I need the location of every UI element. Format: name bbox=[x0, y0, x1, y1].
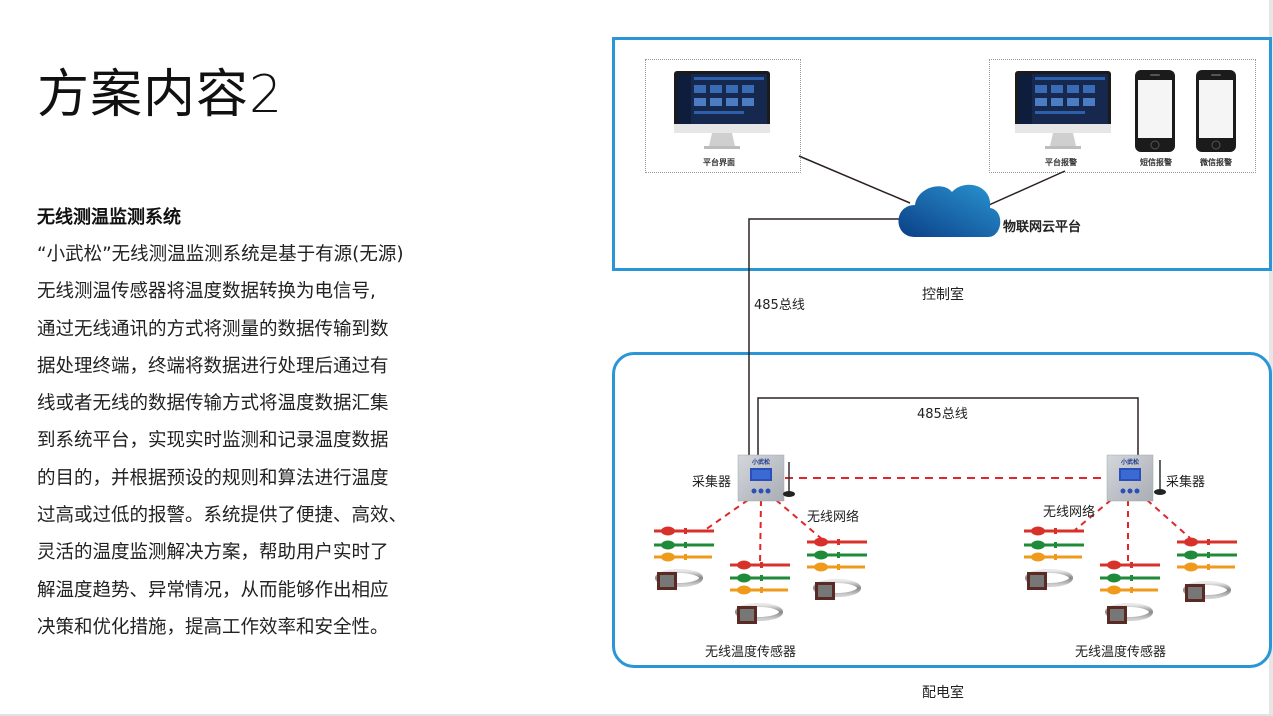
body-text: “小武松”无线测温监测系统是基于有源(无源) 无线测温传感器将温度数据转换为电信… bbox=[37, 236, 457, 646]
bus-485-label: 485总线 bbox=[917, 407, 968, 422]
body-line: 无线测温传感器将温度数据转换为电信号, bbox=[37, 281, 376, 303]
section-heading: 无线测温监测系统 bbox=[37, 207, 181, 228]
sensor-ring-icon bbox=[1183, 581, 1231, 604]
sensor-ring-icon bbox=[813, 579, 861, 602]
platform-alarm-monitor-icon bbox=[1015, 71, 1111, 149]
collector-device-icon bbox=[1106, 454, 1154, 502]
control-room-box bbox=[612, 37, 1272, 271]
alarm-group-frame bbox=[989, 59, 1256, 173]
cloud-platform-label: 物联网云平台 bbox=[1003, 220, 1082, 235]
bus-485-link bbox=[757, 397, 1139, 458]
slide-title: 方案内容2 bbox=[37, 65, 284, 125]
wechat-alarm-label: 微信报警 bbox=[1200, 158, 1232, 167]
scrollbar-edge bbox=[1269, 0, 1273, 716]
body-line: 的目的，并根据预设的规则和算法进行温度 bbox=[37, 467, 389, 489]
collector-device-icon bbox=[737, 454, 785, 502]
wire-cloud-to-collector bbox=[748, 218, 902, 455]
body-line: 解温度趋势、异常情况，从而能够作出相应 bbox=[37, 579, 389, 601]
body-line: 到系统平台，实现实时监测和记录温度数据 bbox=[37, 430, 389, 452]
sensor-ring-icon bbox=[1105, 603, 1153, 626]
antenna-icon bbox=[782, 461, 796, 498]
wechat-phone-icon bbox=[1195, 69, 1237, 153]
bottom-divider bbox=[0, 714, 1273, 716]
bus-485-vertical-label: 485总线 bbox=[754, 298, 805, 313]
body-line: 据处理终端，终端将数据进行处理后通过有 bbox=[37, 355, 389, 377]
sensor-ring-icon bbox=[735, 603, 783, 626]
collector-label-right: 采集器 bbox=[1166, 475, 1206, 490]
sensors-label-right: 无线温度传感器 bbox=[1075, 645, 1167, 660]
body-line: 灵活的温度监测解决方案，帮助用户实时了 bbox=[37, 542, 389, 564]
body-line: “小武松”无线测温监测系统是基于有源(无源) bbox=[37, 244, 404, 265]
sms-phone-icon bbox=[1134, 69, 1176, 153]
body-line: 线或者无线的数据传输方式将温度数据汇集 bbox=[37, 393, 389, 415]
body-line: 决策和优化措施，提高工作效率和安全性。 bbox=[37, 616, 389, 638]
body-line: 过高或过低的报警。系统提供了便捷、高效、 bbox=[37, 505, 408, 527]
wire-platform-to-cloud bbox=[798, 155, 911, 204]
control-room-label: 控制室 bbox=[922, 287, 964, 303]
cloud-icon bbox=[898, 184, 1001, 237]
antenna-icon bbox=[1153, 459, 1167, 496]
distribution-room-label: 配电室 bbox=[922, 685, 964, 701]
sensor-ring-icon bbox=[655, 569, 703, 592]
platform-ui-monitor-icon bbox=[674, 71, 770, 149]
distribution-room-box bbox=[612, 352, 1272, 668]
collector-label-left: 采集器 bbox=[692, 475, 732, 490]
wire-alarm-to-cloud bbox=[979, 170, 1066, 210]
platform-ui-frame bbox=[645, 59, 801, 173]
platform-alarm-label: 平台报警 bbox=[1045, 158, 1077, 167]
wireless-network-label-left: 无线网络 bbox=[807, 510, 860, 525]
sensor-ring-icon bbox=[1025, 569, 1073, 592]
platform-ui-label: 平台界面 bbox=[703, 158, 735, 167]
wireless-network-label-right: 无线网络 bbox=[1043, 505, 1096, 520]
body-line: 通过无线通讯的方式将测量的数据传输到数 bbox=[37, 318, 389, 340]
sms-alarm-label: 短信报警 bbox=[1140, 158, 1172, 167]
sensors-label-left: 无线温度传感器 bbox=[705, 645, 797, 660]
